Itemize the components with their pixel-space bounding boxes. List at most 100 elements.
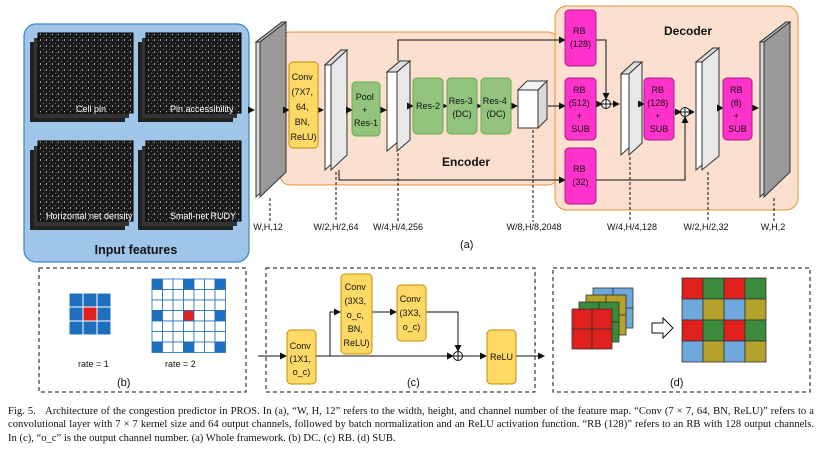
kernel-cell	[151, 341, 163, 353]
kernel-cell	[204, 289, 216, 301]
feature-map-256	[385, 59, 412, 153]
kernel-cell	[96, 320, 112, 336]
conv3x3-block: Conv (3X3, o_c)	[396, 284, 427, 342]
kernel-cell	[172, 289, 184, 301]
kernel-cell	[214, 320, 226, 332]
svg-text:RB (128) + S: RB (128) + SUB	[647, 85, 671, 134]
feature-map-2048	[516, 79, 549, 130]
dim-label: W,H,2	[761, 222, 786, 232]
panel-a-label: (a)	[460, 239, 473, 251]
kernel-cell	[82, 320, 98, 336]
pixel-cell	[723, 277, 746, 300]
kernel-cell	[172, 278, 184, 290]
kernel-cell	[193, 341, 205, 353]
svg-text:Res-4 (DC): Res-4 (DC)	[483, 96, 510, 119]
feature-map-64	[323, 48, 349, 172]
panel-d-subpixel: (d)	[552, 267, 811, 393]
kernel-cell	[193, 278, 205, 290]
conv3x3-bn-relu-block: Conv (3X3, o_c, BN, ReLU)	[340, 273, 373, 355]
kernel-cell	[193, 331, 205, 343]
channel-stack	[571, 287, 634, 350]
kernel-cell	[162, 289, 174, 301]
relu-block: ReLU	[486, 329, 517, 385]
panel-c-residual-block: Conv (1X1, o_c) Conv (3X3, o_c, BN, ReLU…	[258, 267, 545, 393]
pixel-cell	[681, 340, 704, 363]
svg-text:RB (8) + SUB: RB (8) + SUB	[728, 85, 747, 134]
kernel-cell	[68, 320, 84, 336]
kernel-cell	[214, 331, 226, 343]
kernel-cell	[193, 289, 205, 301]
kernel-cell	[162, 341, 174, 353]
kernel-cell	[172, 320, 184, 332]
dim-label: W/2,H/2,32	[683, 222, 728, 232]
kernel-cell	[151, 320, 163, 332]
rate1-grid	[68, 292, 112, 336]
rb32-block: RB (32)	[564, 147, 597, 205]
kernel-cell	[68, 306, 84, 322]
dim-label: W/4,H/4,128	[607, 222, 657, 232]
pixel-cell	[702, 340, 725, 363]
tile-label-cell-pin: Cell pin	[76, 104, 106, 114]
kernel-cell	[193, 310, 205, 322]
kernel-cell	[151, 289, 163, 301]
kernel-cell	[172, 299, 184, 311]
kernel-cell	[183, 278, 195, 290]
kernel-cell	[151, 299, 163, 311]
channel-cell	[591, 308, 613, 330]
pixel-cell	[681, 277, 704, 300]
kernel-cell	[183, 299, 195, 311]
svg-text:Pool + Res-1: Pool + Res-1	[354, 92, 378, 128]
kernel-cell	[193, 320, 205, 332]
kernel-cell	[162, 278, 174, 290]
input-tile-pin-accessibility: Pin accessibility	[138, 32, 242, 122]
kernel-cell	[183, 320, 195, 332]
architecture-diagram: Cell pin Pin accessibility Horizontal ne…	[23, 5, 811, 393]
dimension-labels: W,H,12 W/2,H/2,64 W/4,H/4,256 W/8,H/8,20…	[253, 222, 785, 232]
kernel-cell	[68, 292, 84, 308]
kernel-cell	[162, 320, 174, 332]
svg-text:Conv (3X3, o_c: Conv (3X3, o_c)	[399, 294, 423, 332]
pixel-cell	[723, 340, 746, 363]
kernel-cell	[214, 341, 226, 353]
dim-label: W/8,H/8,2048	[506, 222, 561, 232]
kernel-cell	[204, 320, 216, 332]
svg-text:Conv (7X7, 64,: Conv (7X7, 64, BN, ReLU)	[290, 72, 316, 142]
kernel-cell	[183, 331, 195, 343]
figure-caption: Fig. 5. Architecture of the congestion p…	[8, 405, 814, 445]
kernel-cell	[151, 331, 163, 343]
pixel-cell	[702, 298, 725, 321]
kernel-cell	[151, 278, 163, 290]
pixel-cell	[744, 277, 767, 300]
pixel-cell	[744, 298, 767, 321]
dim-label: W,H,12	[253, 222, 283, 232]
tile-label-horizontal-net-density: Horizontal net density	[46, 211, 133, 221]
pixel-cell	[702, 277, 725, 300]
svg-text:ReLU: ReLU	[490, 352, 513, 362]
decoder-label: Decoder	[664, 24, 712, 38]
kernel-cell	[82, 292, 98, 308]
pixel-cell	[681, 298, 704, 321]
pixel-cell	[744, 340, 767, 363]
channel-cell	[571, 328, 593, 350]
kernel-cell	[172, 331, 184, 343]
encoder-label: Encoder	[442, 155, 490, 169]
rate2-grid	[151, 278, 226, 353]
kernel-cell	[162, 310, 174, 322]
caption-text: Architecture of the congestion predictor…	[8, 406, 814, 444]
kernel-cell	[172, 341, 184, 353]
kernel-cell	[183, 310, 195, 322]
conv1x1-block: Conv (1X1, o_c)	[286, 329, 317, 385]
kernel-cell	[193, 299, 205, 311]
kernel-cell	[204, 299, 216, 311]
res2-block: Res-2	[412, 77, 444, 135]
input-features-title: Input features	[95, 243, 178, 257]
svg-text:Res-3 (DC): Res-3 (DC)	[449, 96, 476, 119]
svg-text:Conv (3X3, o_c: Conv (3X3, o_c, BN, ReLU)	[343, 282, 369, 348]
dim-label: W/2,H/2,64	[313, 222, 358, 232]
transform-arrow-icon	[651, 316, 674, 340]
rb512-sub-block: RB (512) + SUB	[564, 77, 597, 141]
conv7-block: Conv (7X7, 64, BN, ReLU)	[288, 61, 319, 149]
pixel-cell	[723, 319, 746, 342]
res4-dc-block: Res-4 (DC)	[480, 77, 512, 135]
kernel-cell	[204, 331, 216, 343]
